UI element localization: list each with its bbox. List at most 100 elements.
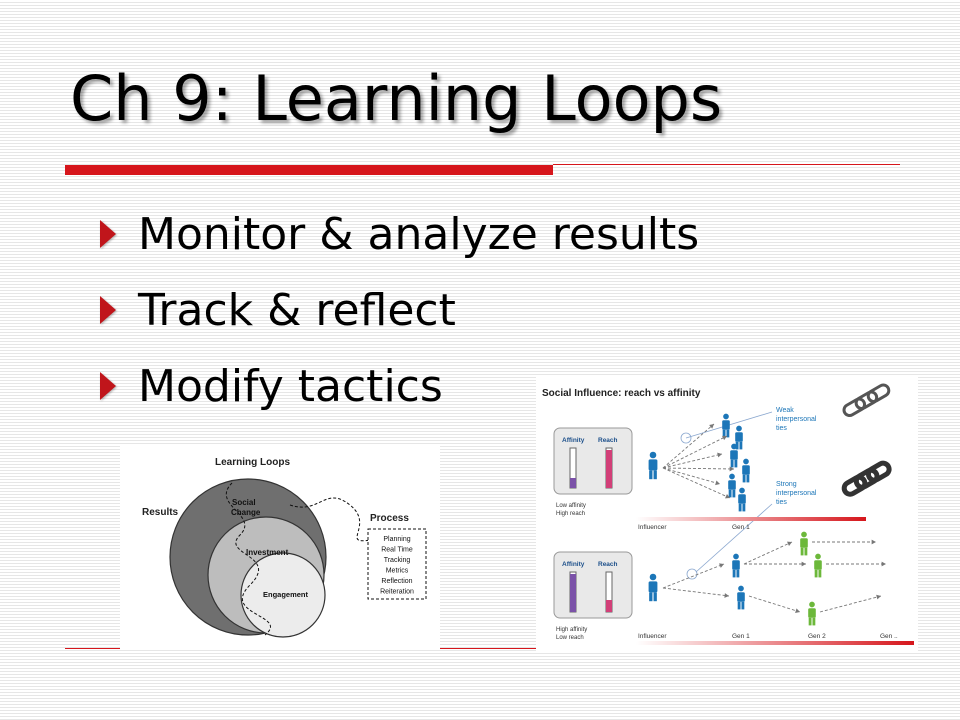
arrow-head xyxy=(881,561,886,567)
influence-arrow xyxy=(662,467,721,485)
arrow-head xyxy=(729,466,734,472)
bottom-generation-axis xyxy=(636,641,914,645)
triangle-bullet-icon xyxy=(100,220,116,248)
bottom-gen2-label: Gen 2 xyxy=(808,633,826,640)
person-icon xyxy=(737,585,745,610)
arrow-head xyxy=(795,608,800,613)
diagram-title: Learning Loops xyxy=(215,457,290,468)
social-change-label-line2: Change xyxy=(231,508,261,517)
influence-arrow xyxy=(662,423,715,469)
influence-arrow xyxy=(748,595,801,613)
person-icon xyxy=(648,451,658,480)
weak-chain-icon xyxy=(842,383,891,418)
process-item: Metrics xyxy=(386,568,409,575)
title-underline-thick xyxy=(65,165,553,175)
influence-arrow xyxy=(662,467,735,470)
bottom-affinity-label: Affinity xyxy=(562,561,585,568)
bottom-affinity-fill xyxy=(570,574,576,612)
arrow-head xyxy=(722,435,727,441)
si-title: Social Influence: reach vs affinity xyxy=(542,388,701,399)
bottom-reach-fill xyxy=(606,600,612,612)
influence-arrow xyxy=(662,467,731,499)
strong-chain-icon xyxy=(841,460,892,497)
bottom-influencer-label: Influencer xyxy=(638,633,667,640)
strong-ties-pointer xyxy=(695,503,773,573)
top-reach-label: Reach xyxy=(598,437,618,444)
person-icon xyxy=(814,553,822,578)
person-icon xyxy=(728,473,736,498)
arrow-head xyxy=(717,452,722,458)
investment-label: Investment xyxy=(246,548,289,557)
top-affinity-label: Affinity xyxy=(562,437,585,444)
bottom-caption-1: High affinity xyxy=(556,627,587,633)
bullet-text: Monitor & analyze results xyxy=(138,208,700,260)
top-affinity-fill xyxy=(570,478,576,488)
top-generation-axis xyxy=(636,517,866,521)
person-icon xyxy=(800,531,808,556)
top-caption-2: High reach xyxy=(556,511,585,517)
strong-ties-line3: ties xyxy=(776,499,787,506)
strong-tie-marker xyxy=(686,568,698,580)
influence-arrow xyxy=(662,435,728,469)
process-item: Reiteration xyxy=(380,589,414,596)
arrow-head xyxy=(787,541,792,547)
process-item: Tracking xyxy=(384,557,411,564)
learning-loops-diagram: Learning Loops Results Social Change Inv… xyxy=(120,445,440,650)
slide-title: Ch 9: Learning Loops xyxy=(70,62,723,135)
person-icon xyxy=(722,413,730,438)
process-box xyxy=(367,528,427,600)
bullet-text: Modify tactics xyxy=(138,360,443,412)
influence-arrow xyxy=(662,453,723,469)
social-influence-diagram: Social Influence: reach vs affinity Affi… xyxy=(536,376,918,652)
person-icon xyxy=(742,458,750,483)
results-label: Results xyxy=(142,507,179,518)
bottom-genn-label: Gen .. xyxy=(880,633,898,640)
footer-rule xyxy=(65,648,895,649)
arrow-head xyxy=(719,563,724,568)
weak-ties-line3: ties xyxy=(776,425,787,432)
arrow-head xyxy=(876,594,881,600)
top-reach-fill xyxy=(606,450,612,488)
title-underline-thin xyxy=(553,164,900,165)
triangle-bullet-icon xyxy=(100,296,116,324)
person-icon xyxy=(730,443,738,468)
bottom-reach-label: Reach xyxy=(598,561,618,568)
influence-arrow xyxy=(662,587,730,597)
learning-loops-svg: Learning Loops Results Social Change Inv… xyxy=(142,457,427,638)
arrow-head xyxy=(801,561,806,567)
process-item: Reflection xyxy=(381,578,412,585)
process-item: Planning xyxy=(383,536,410,543)
person-icon xyxy=(738,487,746,512)
person-icon xyxy=(808,601,816,626)
arrow-head xyxy=(871,539,876,545)
bullet-item: Monitor & analyze results xyxy=(100,196,699,272)
arrow-head xyxy=(709,424,714,429)
person-icon xyxy=(732,553,740,578)
top-gen1-label: Gen 1 xyxy=(732,524,750,531)
person-icon xyxy=(735,425,743,450)
engagement-circle xyxy=(240,552,326,638)
arrow-head xyxy=(715,480,720,486)
influence-arrow xyxy=(662,563,725,589)
triangle-bullet-icon xyxy=(100,372,116,400)
weak-tie-marker xyxy=(680,432,692,444)
social-influence-svg: Social Influence: reach vs affinity Affi… xyxy=(542,383,914,645)
strong-ties-line1: Strong xyxy=(776,481,797,488)
process-item: Real Time xyxy=(381,547,413,554)
arrow-head xyxy=(725,494,730,499)
strong-ties-line2: interpersonal xyxy=(776,490,817,497)
top-caption-1: Low affinity xyxy=(556,503,586,509)
bullet-list: Monitor & analyze results Track & reflec… xyxy=(100,196,699,424)
process-label: Process xyxy=(370,513,409,524)
engagement-label: Engagement xyxy=(263,590,309,599)
bottom-caption-2: Low reach xyxy=(556,635,584,641)
weak-ties-line2: interpersonal xyxy=(776,416,817,423)
loop-path-outer xyxy=(289,497,371,542)
influence-arrow xyxy=(743,541,793,565)
bottom-gen1-label: Gen 1 xyxy=(732,633,750,640)
bullet-text: Track & reflect xyxy=(138,284,456,336)
arrow-head xyxy=(724,593,729,598)
top-influencer-label: Influencer xyxy=(638,524,667,531)
